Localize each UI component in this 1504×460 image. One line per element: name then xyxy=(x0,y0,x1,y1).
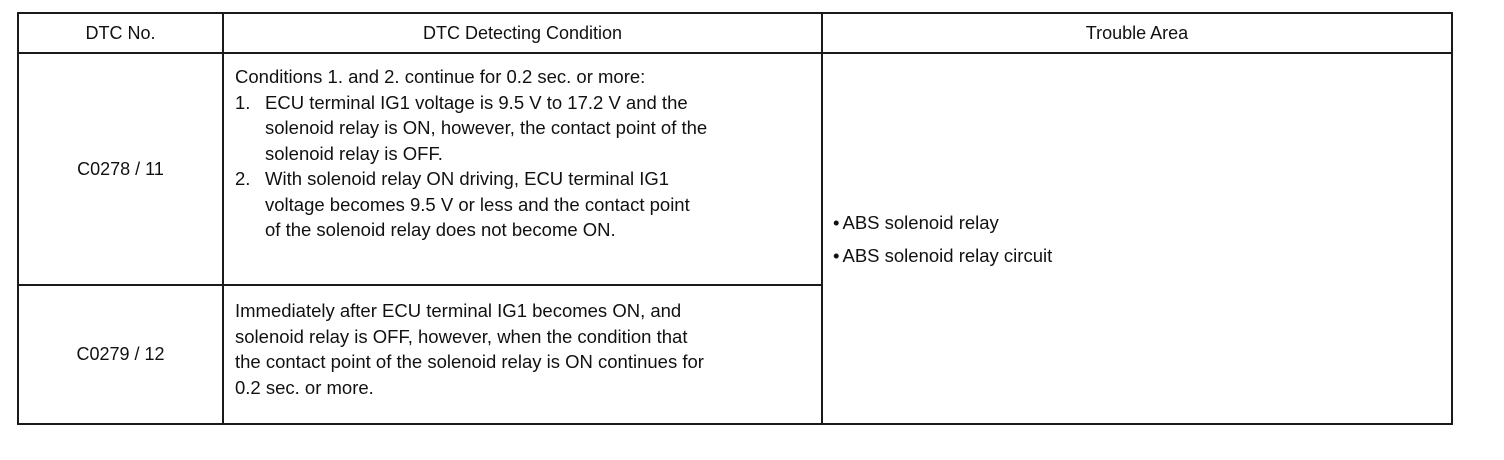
condition-line: of the solenoid relay does not become ON… xyxy=(265,219,616,240)
trouble-area-item: •ABS solenoid relay xyxy=(833,206,1451,239)
table-row: C0279 / 12 Immediately after ECU termina… xyxy=(17,284,1452,425)
condition-intro: Conditions 1. and 2. continue for 0.2 se… xyxy=(235,66,646,87)
condition-line: ECU terminal IG1 voltage is 9.5 V to 17.… xyxy=(265,91,688,113)
trouble-area-item: •ABS solenoid relay circuit xyxy=(833,239,1451,272)
condition-line: 0.2 sec. or more. xyxy=(235,376,374,398)
condition-line: solenoid relay is ON, however, the conta… xyxy=(265,117,708,138)
header-detecting-condition: DTC Detecting Condition xyxy=(222,12,823,54)
condition-item: 2. With solenoid relay ON driving, ECU t… xyxy=(235,166,811,243)
condition-line: voltage becomes 9.5 V or less and the co… xyxy=(265,193,690,215)
condition-item-number: 1. xyxy=(235,91,251,113)
dtc-number-cell: C0279 / 12 xyxy=(17,284,224,425)
condition-line: solenoid relay is OFF, however, when the… xyxy=(235,325,688,347)
condition-line: the contact point of the solenoid relay … xyxy=(235,351,704,372)
header-row: DTC No. DTC Detecting Condition Trouble … xyxy=(17,12,1453,54)
condition-line: solenoid relay is OFF. xyxy=(265,142,443,164)
condition-item-number: 2. xyxy=(235,168,251,189)
condition-list: 1. ECU terminal IG1 voltage is 9.5 V to … xyxy=(235,90,811,243)
condition-line: Immediately after ECU terminal IG1 becom… xyxy=(235,300,682,321)
table-row: C0278 / 11 Conditions 1. and 2. continue… xyxy=(17,52,1453,425)
bullet-icon: • xyxy=(833,211,840,233)
detecting-condition-cell: Conditions 1. and 2. continue for 0.2 se… xyxy=(222,52,823,286)
detecting-condition-cell: Immediately after ECU terminal IG1 becom… xyxy=(222,284,823,425)
header-dtc-no: DTC No. xyxy=(17,12,224,54)
trouble-area-cell: •ABS solenoid relay •ABS solenoid relay … xyxy=(821,52,1453,425)
condition-line: With solenoid relay ON driving, ECU term… xyxy=(265,168,670,189)
table-body: C0278 / 11 Conditions 1. and 2. continue… xyxy=(17,52,1453,425)
bullet-icon: • xyxy=(833,244,840,266)
trouble-area-text: ABS solenoid relay circuit xyxy=(842,244,1053,266)
table-header: DTC No. DTC Detecting Condition Trouble … xyxy=(17,12,1453,54)
header-trouble-area: Trouble Area xyxy=(821,12,1453,54)
dtc-number-cell: C0278 / 11 xyxy=(17,52,224,286)
condition-item: 1. ECU terminal IG1 voltage is 9.5 V to … xyxy=(235,90,811,167)
trouble-area-text: ABS solenoid relay xyxy=(842,211,999,233)
dtc-table: DTC No. DTC Detecting Condition Trouble … xyxy=(17,12,1453,425)
